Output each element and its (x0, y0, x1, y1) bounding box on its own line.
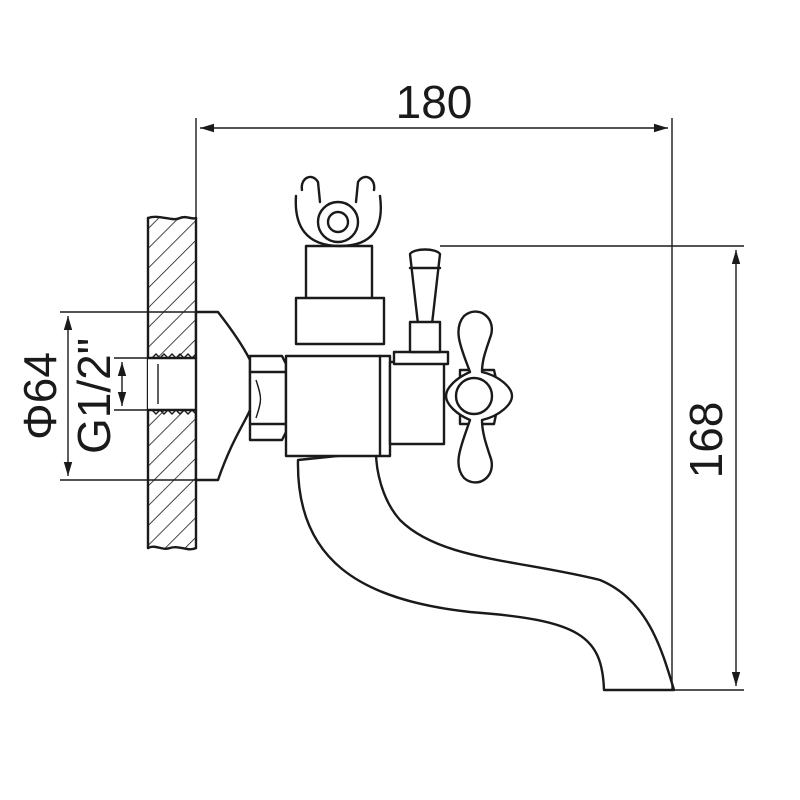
valve-body (284, 354, 392, 458)
handset-holder (294, 175, 382, 248)
dimension-flange-diameter: Φ64 (14, 311, 196, 481)
dimension-height-label: 168 (680, 402, 732, 479)
thread-size-label: G1/2" (68, 338, 120, 454)
dimension-length-label: 180 (396, 76, 473, 128)
dimension-height: 168 (440, 245, 744, 691)
cartridge-collar (392, 350, 450, 366)
shower-outlet (294, 244, 386, 346)
cross-handle (444, 310, 514, 484)
dimension-thread-size: G1/2" (68, 338, 148, 454)
hex-nut (248, 354, 288, 442)
flange-diameter-label: Φ64 (14, 352, 66, 440)
inlet-thread (146, 353, 201, 415)
bath-spout (296, 450, 676, 692)
dimension-length: 180 (195, 76, 673, 690)
wall-flange (194, 310, 252, 482)
cartridge-housing (388, 360, 446, 446)
diverter-lever (408, 248, 442, 354)
